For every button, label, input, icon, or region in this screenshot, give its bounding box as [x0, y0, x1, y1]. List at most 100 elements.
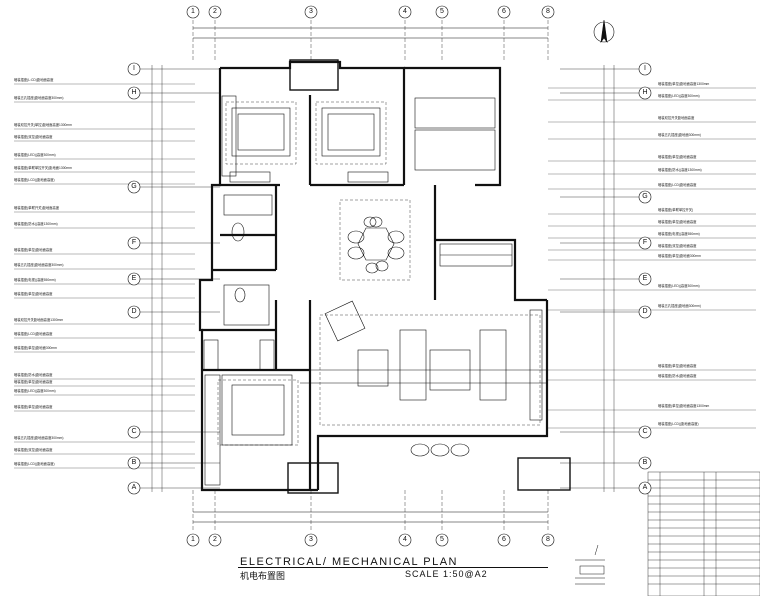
grid-row-left-bubble	[127, 305, 141, 319]
grid-col-top: 3	[309, 8, 313, 15]
grid-row-left: D	[131, 308, 137, 315]
grid-row-right-bubble	[638, 86, 652, 100]
grid-row-right: A	[642, 484, 648, 491]
grid-col-bottom-bubble	[186, 533, 200, 547]
grid-row-right-bubble	[638, 236, 652, 250]
grid-col-top: 6	[502, 8, 506, 15]
grid-col-top: 1	[191, 8, 195, 15]
grid-col-top-bubble	[541, 5, 555, 19]
note-right: 暗装插座(电视)(高度550mm)	[658, 232, 700, 236]
grid-row-right-bubble	[638, 305, 652, 319]
grid-col-top-bubble	[304, 5, 318, 19]
note-right: 暗装双控开关距地面高度	[658, 116, 695, 120]
grid-row-left-bubble	[127, 62, 141, 76]
grid-row-right-bubble	[638, 190, 652, 204]
grid-col-top-bubble	[497, 5, 511, 19]
note-right: 暗装插座(LED)(高度300mm)	[658, 94, 700, 98]
note-left: 暗装插座(单控)距地面300mm	[14, 346, 57, 350]
note-right: 暗装插座(双控)距地面高度	[658, 244, 697, 248]
grid-col-top-bubble	[435, 5, 449, 19]
grid-row-right-bubble	[638, 481, 652, 495]
note-left: 暗装插座(单控)距地面高度	[14, 405, 53, 409]
grid-row-right: B	[642, 459, 648, 466]
note-right: 暗装五孔插座(距地面300mm)	[658, 304, 701, 308]
grid-col-bottom: 6	[502, 536, 506, 543]
grid-row-left: B	[131, 459, 137, 466]
note-right: 暗装插座(单控)距地面高度	[658, 220, 697, 224]
note-left: 暗装插座(LCD)距地面高度	[14, 332, 53, 336]
note-right: 暗装插座(单控)距地面高度1300mm	[658, 82, 710, 86]
grid-row-left: E	[131, 275, 137, 282]
note-left: 暗装插座(L:CD)距地面高度	[14, 78, 54, 82]
note-left: 暗装插座(单控)距地面高度	[14, 248, 53, 252]
note-left: 暗装插座(单联单控开关)距地面1300mm	[14, 166, 72, 170]
grid-col-bottom: 1	[191, 536, 195, 543]
note-left: 暗装插座(双控)距地面高度	[14, 135, 53, 139]
grid-row-right: D	[642, 308, 648, 315]
grid-row-left-bubble	[127, 272, 141, 286]
note-right: 暗装插座(单控)距地面300mm	[658, 254, 701, 258]
note-left: 暗装五孔插座(距地面高度300mm)	[14, 436, 64, 440]
note-right: 暗装五孔插座(距地面300mm)	[658, 133, 701, 137]
plan-subtitle: 机电布置图	[240, 571, 286, 581]
grid-col-bottom-bubble	[541, 533, 555, 547]
grid-row-right: H	[642, 89, 648, 96]
grid-row-right: F	[642, 239, 648, 246]
grid-col-bottom: 8	[546, 536, 550, 543]
grid-row-left-bubble	[127, 180, 141, 194]
grid-row-right-bubble	[638, 425, 652, 439]
grid-col-top-bubble	[186, 5, 200, 19]
grid-col-top-bubble	[398, 5, 412, 19]
grid-row-right: E	[642, 275, 648, 282]
note-left: 暗装插座(双控)距地面高度	[14, 448, 53, 452]
grid-col-top-bubble	[208, 5, 222, 19]
grid-row-right-bubble	[638, 272, 652, 286]
note-left: 暗装插座(单联开关)距地面高度	[14, 206, 60, 210]
note-right: 暗装插座(单联单控开关)	[658, 208, 694, 212]
note-right: 暗装插座(LED)(高度300mm)	[658, 284, 700, 288]
plan-scale: SCALE 1:50@A2	[405, 569, 488, 579]
grid-col-bottom-bubble	[304, 533, 318, 547]
note-left: 暗装五孔插座(距地面高度300mm)	[14, 263, 64, 267]
note-left: 暗装插座(LED)(高度300mm)	[14, 153, 56, 157]
note-left: 暗装插座(LCD)(距地面高度)	[14, 178, 55, 182]
note-left: 暗装插座(防水)(高度1300mm)	[14, 222, 58, 226]
note-left: 暗装插座(LCD)(距地面高度)	[14, 462, 55, 466]
grid-row-left: I	[133, 65, 135, 72]
note-left: 暗装插座(单控)距地面高度	[14, 380, 53, 384]
note-right: 暗装插座(防水)距地面高度	[658, 374, 697, 378]
grid-row-left: G	[131, 183, 137, 190]
grid-col-bottom: 4	[403, 536, 407, 543]
grid-col-bottom-bubble	[497, 533, 511, 547]
grid-col-top: 2	[213, 8, 217, 15]
grid-row-left-bubble	[127, 456, 141, 470]
note-left: 暗装插座(单控)距地面高度	[14, 292, 53, 296]
note-right: 暗装插座(LCD)距地面高度	[658, 183, 697, 187]
grid-row-left-bubble	[127, 86, 141, 100]
grid-row-left-bubble	[127, 481, 141, 495]
grid-row-right: C	[642, 428, 648, 435]
grid-row-left: H	[131, 89, 137, 96]
grid-col-bottom: 2	[213, 536, 217, 543]
note-left: 暗装双控开关(单控)距地面高度1300mm	[14, 123, 72, 127]
grid-col-top: 4	[403, 8, 407, 15]
grid-col-bottom-bubble	[398, 533, 412, 547]
grid-row-left-bubble	[127, 425, 141, 439]
grid-row-left: A	[131, 484, 137, 491]
note-left: 暗装插座(电视)(高度550mm)	[14, 278, 56, 282]
grid-row-left: F	[131, 239, 137, 246]
note-left: 暗装五孔插座(距地面高度300mm)	[14, 96, 64, 100]
note-right: 暗装插座(单控)距地面高度	[658, 155, 697, 159]
title-underline	[238, 567, 548, 568]
note-right: 暗装插座(单控)距地面高度1300mm	[658, 404, 710, 408]
grid-col-bottom: 3	[309, 536, 313, 543]
grid-row-right-bubble	[638, 62, 652, 76]
grid-row-right: G	[642, 193, 648, 200]
grid-row-right: I	[644, 65, 646, 72]
grid-row-right-bubble	[638, 456, 652, 470]
grid-col-bottom-bubble	[435, 533, 449, 547]
note-left: 暗装插座(防水)距地面高度	[14, 373, 53, 377]
grid-col-top: 8	[546, 8, 550, 15]
grid-col-bottom-bubble	[208, 533, 222, 547]
grid-col-top: 5	[440, 8, 444, 15]
